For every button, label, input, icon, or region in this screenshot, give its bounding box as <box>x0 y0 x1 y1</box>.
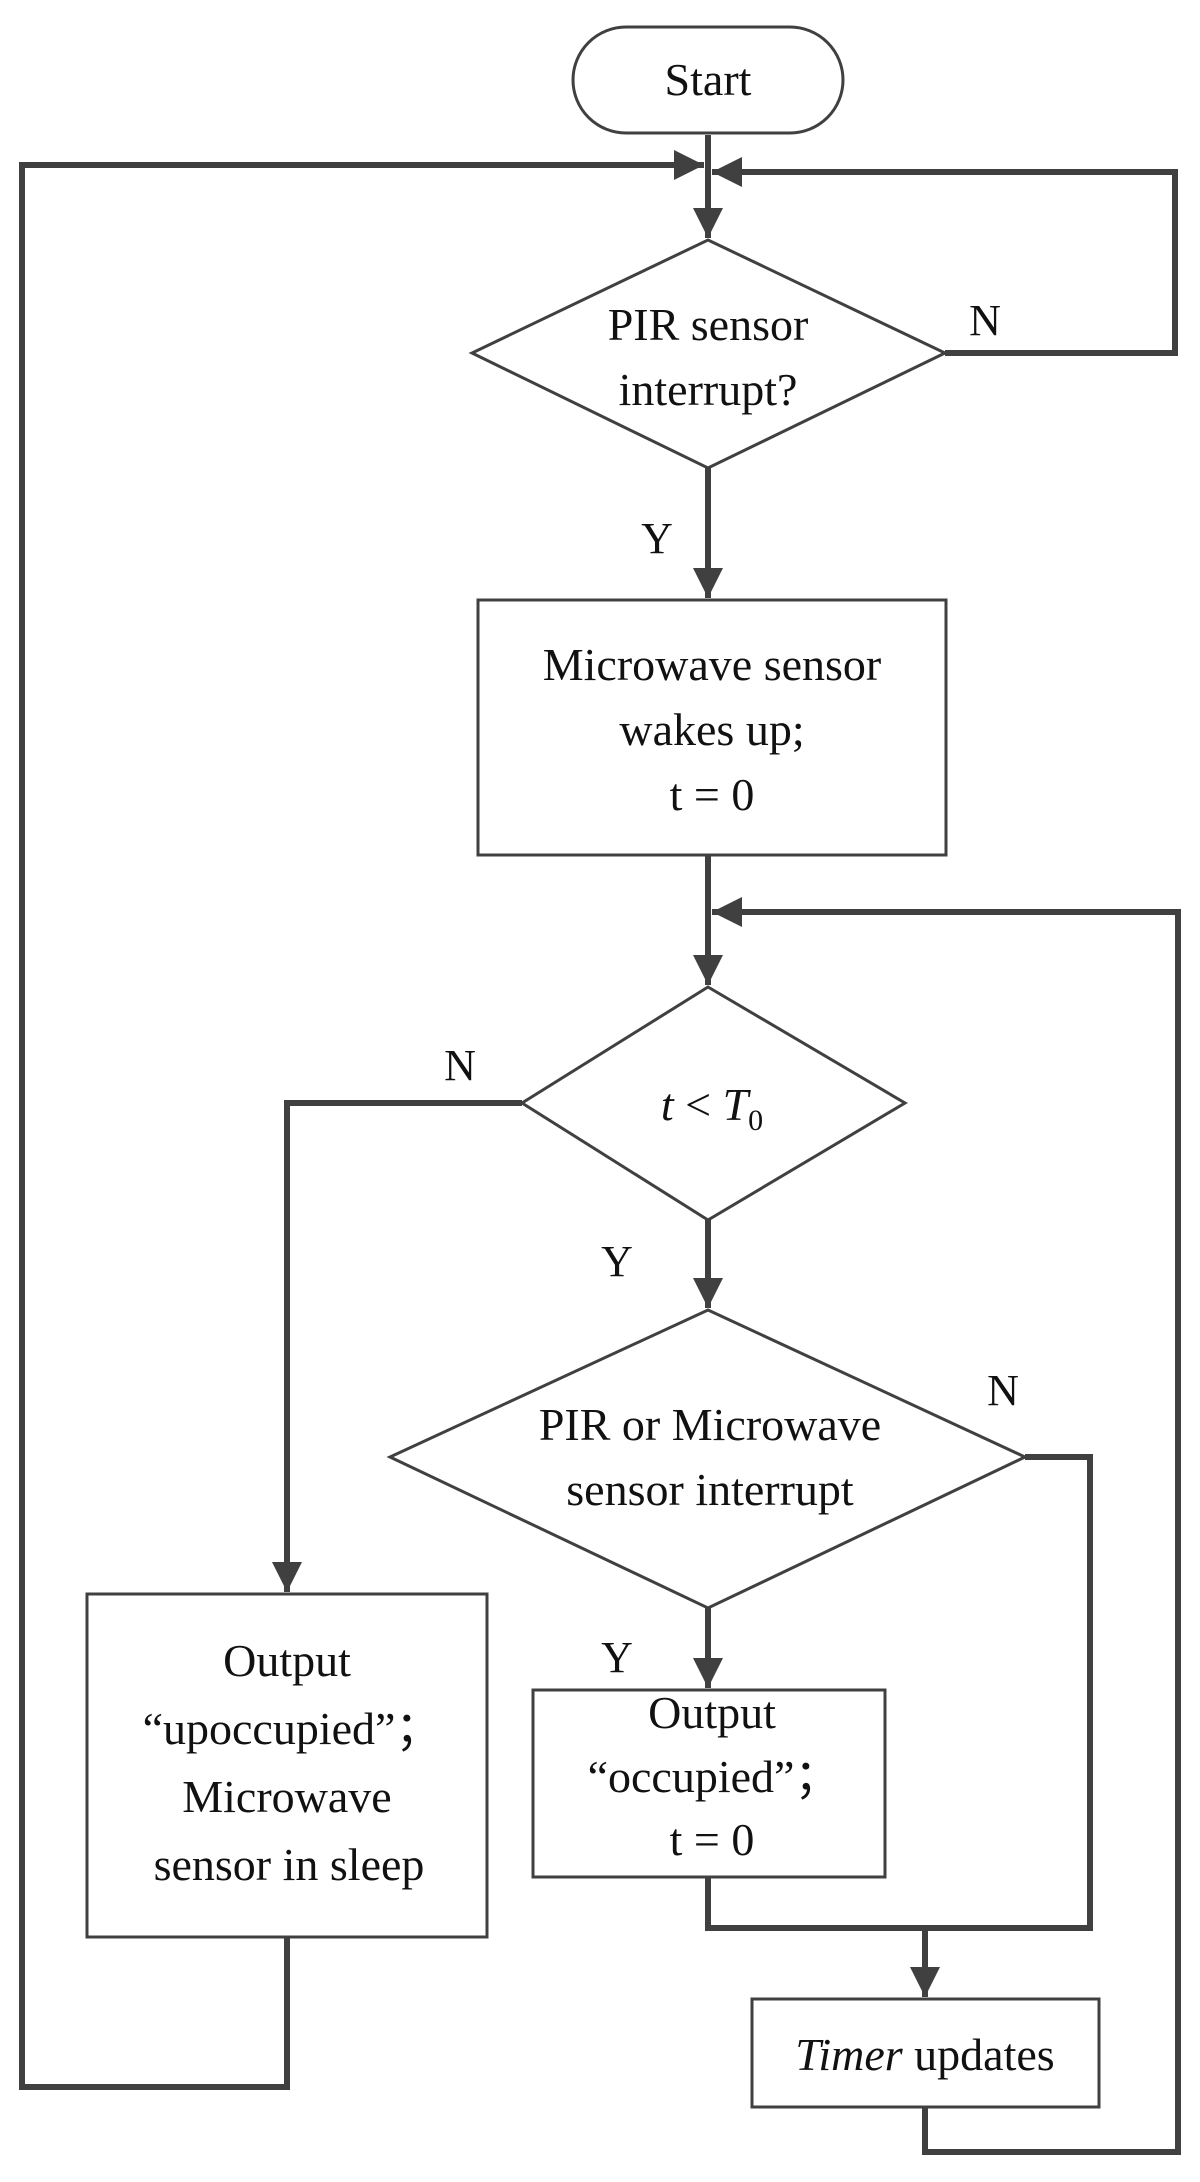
unoccupied-line-3: Microwave <box>182 1771 391 1822</box>
pir-no-label: N <box>969 296 1001 345</box>
wake-line-2: wakes up; <box>619 704 804 755</box>
start-terminator: Start <box>571 25 845 135</box>
any-interrupt-line-1: PIR or Microwave <box>539 1399 881 1450</box>
any-interrupt-decision: PIR or Microwave sensor interrupt <box>386 1308 1029 1610</box>
time-check-var: t <box>661 1079 675 1130</box>
connector-pir-no-loop <box>712 157 1178 356</box>
wake-line-1: Microwave sensor <box>543 639 882 690</box>
unoccupied-line-2: “upoccupied”； <box>143 1703 442 1754</box>
time-check-limit: T <box>723 1079 752 1130</box>
time-limit-decision: t < T0 <box>519 985 908 1222</box>
time-yes-label: Y <box>601 1237 633 1286</box>
output-unoccupied-process: Output “upoccupied”； Microwave sensor in… <box>85 1592 489 1939</box>
time-no-label: N <box>444 1041 476 1090</box>
pir-interrupt-decision: PIR sensor interrupt? <box>468 238 949 470</box>
occupied-line-2: “occupied”； <box>588 1751 841 1802</box>
connector-unoccupied-loop <box>19 150 704 2090</box>
microwave-wake-process: Microwave sensor wakes up; t = 0 <box>476 598 948 857</box>
time-check-label: t < T0 <box>661 1079 763 1137</box>
timer-update-label: Timer updates <box>795 2029 1054 2080</box>
connector-timer-loop <box>712 897 1181 2155</box>
unoccupied-line-1: Output <box>223 1635 351 1686</box>
interrupt-yes-label: Y <box>601 1633 633 1682</box>
pir-yes-label: Y <box>641 514 673 563</box>
pir-check-line-2: interrupt? <box>619 364 798 415</box>
timer-update-rest: updates <box>903 2029 1055 2080</box>
any-interrupt-line-2: sensor interrupt <box>566 1464 854 1515</box>
connector-time-no <box>272 1100 522 1592</box>
wake-line-3: t = 0 <box>670 769 755 820</box>
time-check-op: < <box>674 1079 723 1130</box>
pir-check-line-1: PIR sensor <box>608 299 809 350</box>
time-check-limit-sub: 0 <box>748 1104 763 1137</box>
connector-interrupt-no <box>925 1454 1093 1931</box>
output-occupied-process: Output “occupied”； t = 0 <box>531 1687 887 1879</box>
interrupt-no-label: N <box>987 1366 1019 1415</box>
occupied-line-1: Output <box>648 1687 776 1738</box>
timer-update-process: Timer updates <box>750 1997 1101 2109</box>
occupied-line-3: t = 0 <box>670 1814 755 1865</box>
unoccupied-line-4: sensor in sleep <box>154 1839 425 1890</box>
start-label: Start <box>665 54 752 105</box>
timer-update-italic: Timer <box>795 2029 903 2080</box>
connector-occupied-to-join <box>705 1877 925 1931</box>
